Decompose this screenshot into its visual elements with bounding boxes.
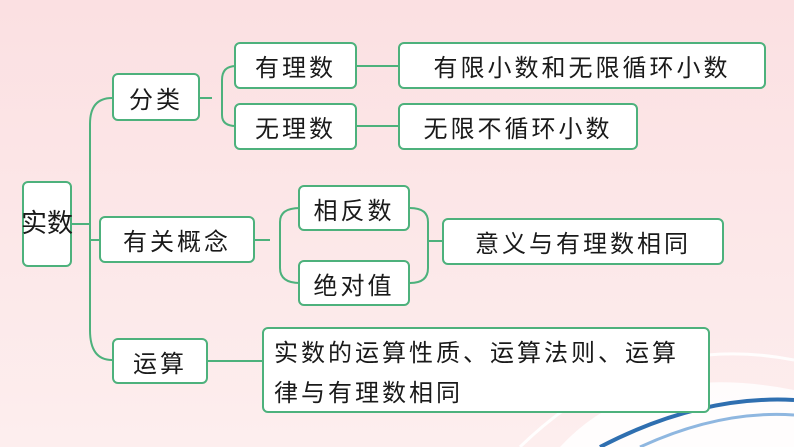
concepts-shared-desc: 意义与有理数相同	[442, 218, 724, 265]
absolute-value-label: 绝对值	[313, 271, 395, 300]
branch-operations-label: 运算	[133, 349, 187, 378]
rational-number-label: 有理数	[255, 54, 336, 82]
branch-classification: 分类	[112, 73, 200, 121]
rational-number-node: 有理数	[234, 42, 357, 89]
opposite-number-node: 相反数	[298, 185, 410, 231]
operations-desc-text: 实数的运算性质、运算法则、运算律与有理数相同	[274, 339, 679, 407]
irrational-number-desc: 无限不循环小数	[398, 103, 638, 150]
branch-classification-label: 分类	[129, 85, 183, 114]
opposite-number-label: 相反数	[313, 196, 395, 225]
irrational-number-node: 无理数	[234, 103, 357, 150]
branch-concepts-label: 有关概念	[123, 228, 231, 256]
rational-number-desc-text: 有限小数和无限循环小数	[433, 54, 731, 82]
branch-concepts: 有关概念	[99, 216, 255, 263]
root-node: 实数	[21, 181, 74, 267]
root-label: 实数	[21, 209, 74, 239]
rational-number-desc: 有限小数和无限循环小数	[398, 42, 766, 89]
operations-desc: 实数的运算性质、运算法则、运算律与有理数相同	[262, 327, 710, 413]
irrational-number-desc-text: 无限不循环小数	[423, 115, 613, 143]
irrational-number-label: 无理数	[255, 115, 336, 143]
absolute-value-node: 绝对值	[298, 260, 410, 306]
concepts-shared-desc-text: 意义与有理数相同	[475, 230, 691, 258]
branch-operations: 运算	[112, 338, 208, 384]
